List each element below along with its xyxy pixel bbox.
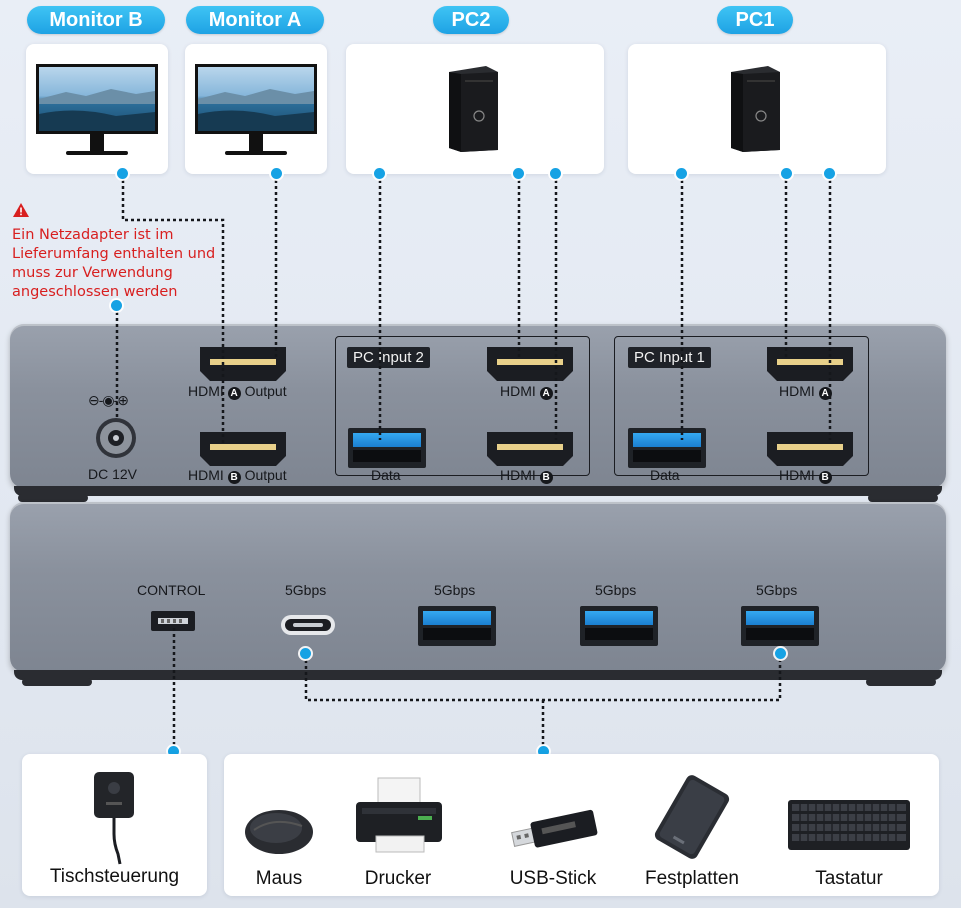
monitor-a-card — [185, 44, 327, 174]
pc1-hdmi-a-label: HDMI A — [779, 383, 832, 400]
monitor-icon — [195, 64, 317, 155]
badge-a: A — [818, 387, 832, 400]
hdmi-b-output-port[interactable] — [198, 430, 288, 468]
usb-stick-label: USB-Stick — [509, 868, 597, 889]
desktop-tower-icon — [731, 66, 780, 152]
usb-stick-icon — [511, 809, 598, 848]
power-adapter-warning: Ein Netzadapter ist im Lieferumfang enth… — [12, 227, 216, 300]
hdmi-text: HDMI — [500, 383, 536, 399]
usb-port-3-speed-label: 5Gbps — [756, 582, 798, 598]
desk-control-icon — [94, 772, 134, 865]
usb-a-port-3[interactable] — [741, 606, 819, 646]
pc2-hdmi-b-label: HDMI B — [500, 467, 553, 484]
usb-devices-card: Maus Drucker USB-Stick Festplatten — [224, 754, 939, 896]
printer-label: Drucker — [364, 868, 432, 889]
pc2-card — [346, 44, 604, 174]
connector-dot — [550, 168, 561, 179]
connector-dot — [168, 746, 179, 757]
hard-drive-icon — [654, 775, 730, 859]
foot — [868, 494, 938, 502]
hdmi-text: HDMI — [500, 467, 536, 483]
hdmi-a-output-port[interactable] — [198, 345, 288, 383]
pc1-data-usb-port[interactable] — [628, 428, 706, 468]
badge-b: B — [227, 471, 241, 484]
desk-control-card: Tischsteuerung — [22, 754, 207, 896]
pc2-hdmi-b-port[interactable] — [485, 430, 575, 468]
pc-input-2-group — [335, 336, 590, 476]
pc1-hdmi-a-port[interactable] — [765, 345, 855, 383]
control-label: CONTROL — [137, 582, 206, 598]
desktop-tower-icon — [449, 66, 498, 152]
keyboard-label: Tastatur — [815, 868, 883, 889]
bottom-unit-edge — [14, 670, 942, 680]
badge-b: B — [818, 471, 832, 484]
badge-a: A — [539, 387, 553, 400]
connector-dot — [775, 648, 786, 659]
connector-dot — [538, 746, 549, 757]
usb-c-port[interactable] — [280, 614, 336, 636]
usb-port-2-speed-label: 5Gbps — [595, 582, 637, 598]
mouse-icon — [245, 810, 313, 854]
hdmi-text: HDMI — [188, 467, 224, 483]
connector-dot — [300, 648, 311, 659]
mouse-label: Maus — [255, 868, 303, 889]
connector-dot — [781, 168, 792, 179]
usb-port-1-speed-label: 5Gbps — [434, 582, 476, 598]
connector-dot — [117, 168, 128, 179]
pc2-hdmi-a-port[interactable] — [485, 345, 575, 383]
hdmi-a-output-label: HDMI A Output — [188, 383, 287, 400]
pc1-hdmi-b-port[interactable] — [765, 430, 855, 468]
output-text: Output — [244, 467, 287, 483]
monitor-icon — [36, 64, 158, 155]
usb-c-speed-label: 5Gbps — [285, 582, 327, 598]
monitor-b-tag: Monitor B — [27, 6, 165, 34]
control-port[interactable] — [150, 610, 196, 632]
foot — [866, 678, 936, 686]
connector-dot — [271, 168, 282, 179]
foot — [22, 678, 92, 686]
hdmi-text: HDMI — [779, 383, 815, 399]
connector-dot — [374, 168, 385, 179]
dc-12v-label: DC 12V — [88, 466, 138, 482]
pc1-card — [628, 44, 886, 174]
warning-triangle-icon — [13, 203, 29, 217]
monitor-b-card — [26, 44, 168, 174]
hard-drives-label: Festplatten — [645, 868, 739, 889]
badge-a: A — [227, 387, 241, 400]
connector-dot — [824, 168, 835, 179]
pc1-tag: PC1 — [717, 6, 793, 34]
keyboard-icon — [788, 800, 910, 850]
connector-dot — [513, 168, 524, 179]
foot — [18, 494, 88, 502]
dc-power-jack[interactable] — [94, 416, 138, 460]
pc1-data-label: Data — [650, 467, 680, 483]
usb-a-port-2[interactable] — [580, 606, 658, 646]
pc-input-2-title: PC Input 2 — [347, 347, 430, 368]
connector-dot — [676, 168, 687, 179]
badge-b: B — [539, 471, 553, 484]
pc1-hdmi-b-label: HDMI B — [779, 467, 832, 484]
connector-dot — [111, 300, 122, 311]
printer-icon — [356, 777, 442, 853]
pc2-data-label: Data — [371, 467, 401, 483]
output-text: Output — [244, 383, 287, 399]
hdmi-b-output-label: HDMI B Output — [188, 467, 287, 484]
pc-input-1-title: PC Input 1 — [628, 347, 711, 368]
hdmi-text: HDMI — [188, 383, 224, 399]
pc2-data-usb-port[interactable] — [348, 428, 426, 468]
hdmi-text: HDMI — [779, 467, 815, 483]
top-unit-edge — [14, 486, 942, 496]
power-polarity-symbol: ⊖-◉-⊕ — [88, 392, 129, 408]
monitor-a-tag: Monitor A — [186, 6, 324, 34]
pc2-tag: PC2 — [433, 6, 509, 34]
pc2-hdmi-a-label: HDMI A — [500, 383, 553, 400]
usb-a-port-1[interactable] — [418, 606, 496, 646]
desk-control-label: Tischsteuerung — [49, 866, 180, 887]
pc-input-1-group — [614, 336, 869, 476]
